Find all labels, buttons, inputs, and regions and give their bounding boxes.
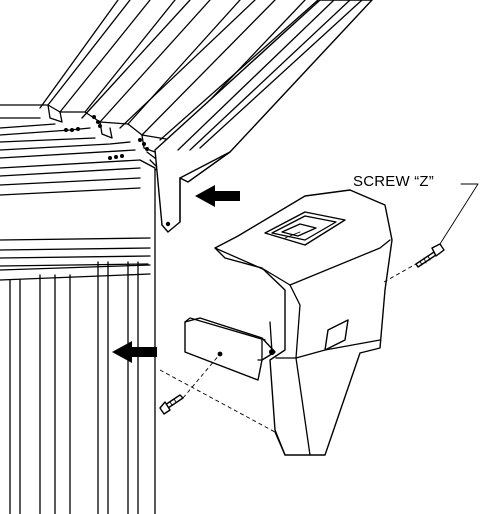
- insert-arrow-upper: [195, 185, 240, 207]
- callout-leader-line: [439, 183, 479, 245]
- screw-z-icon: [415, 243, 445, 268]
- screw-z-label: SCREW “Z”: [353, 173, 434, 190]
- bottom-bracket: [184, 317, 276, 381]
- lower-screw-icon: [159, 394, 184, 415]
- posts: [0, 261, 151, 514]
- alignment-line-cross: [159, 369, 276, 433]
- side-beam: [154, 0, 373, 233]
- alignment-line-right: [383, 263, 417, 283]
- alignment-line-lower: [182, 353, 221, 399]
- insert-arrow-lower: [112, 341, 157, 363]
- panel-stack: [0, 117, 151, 267]
- rib-dots: [64, 115, 149, 160]
- end-cap: [214, 189, 393, 456]
